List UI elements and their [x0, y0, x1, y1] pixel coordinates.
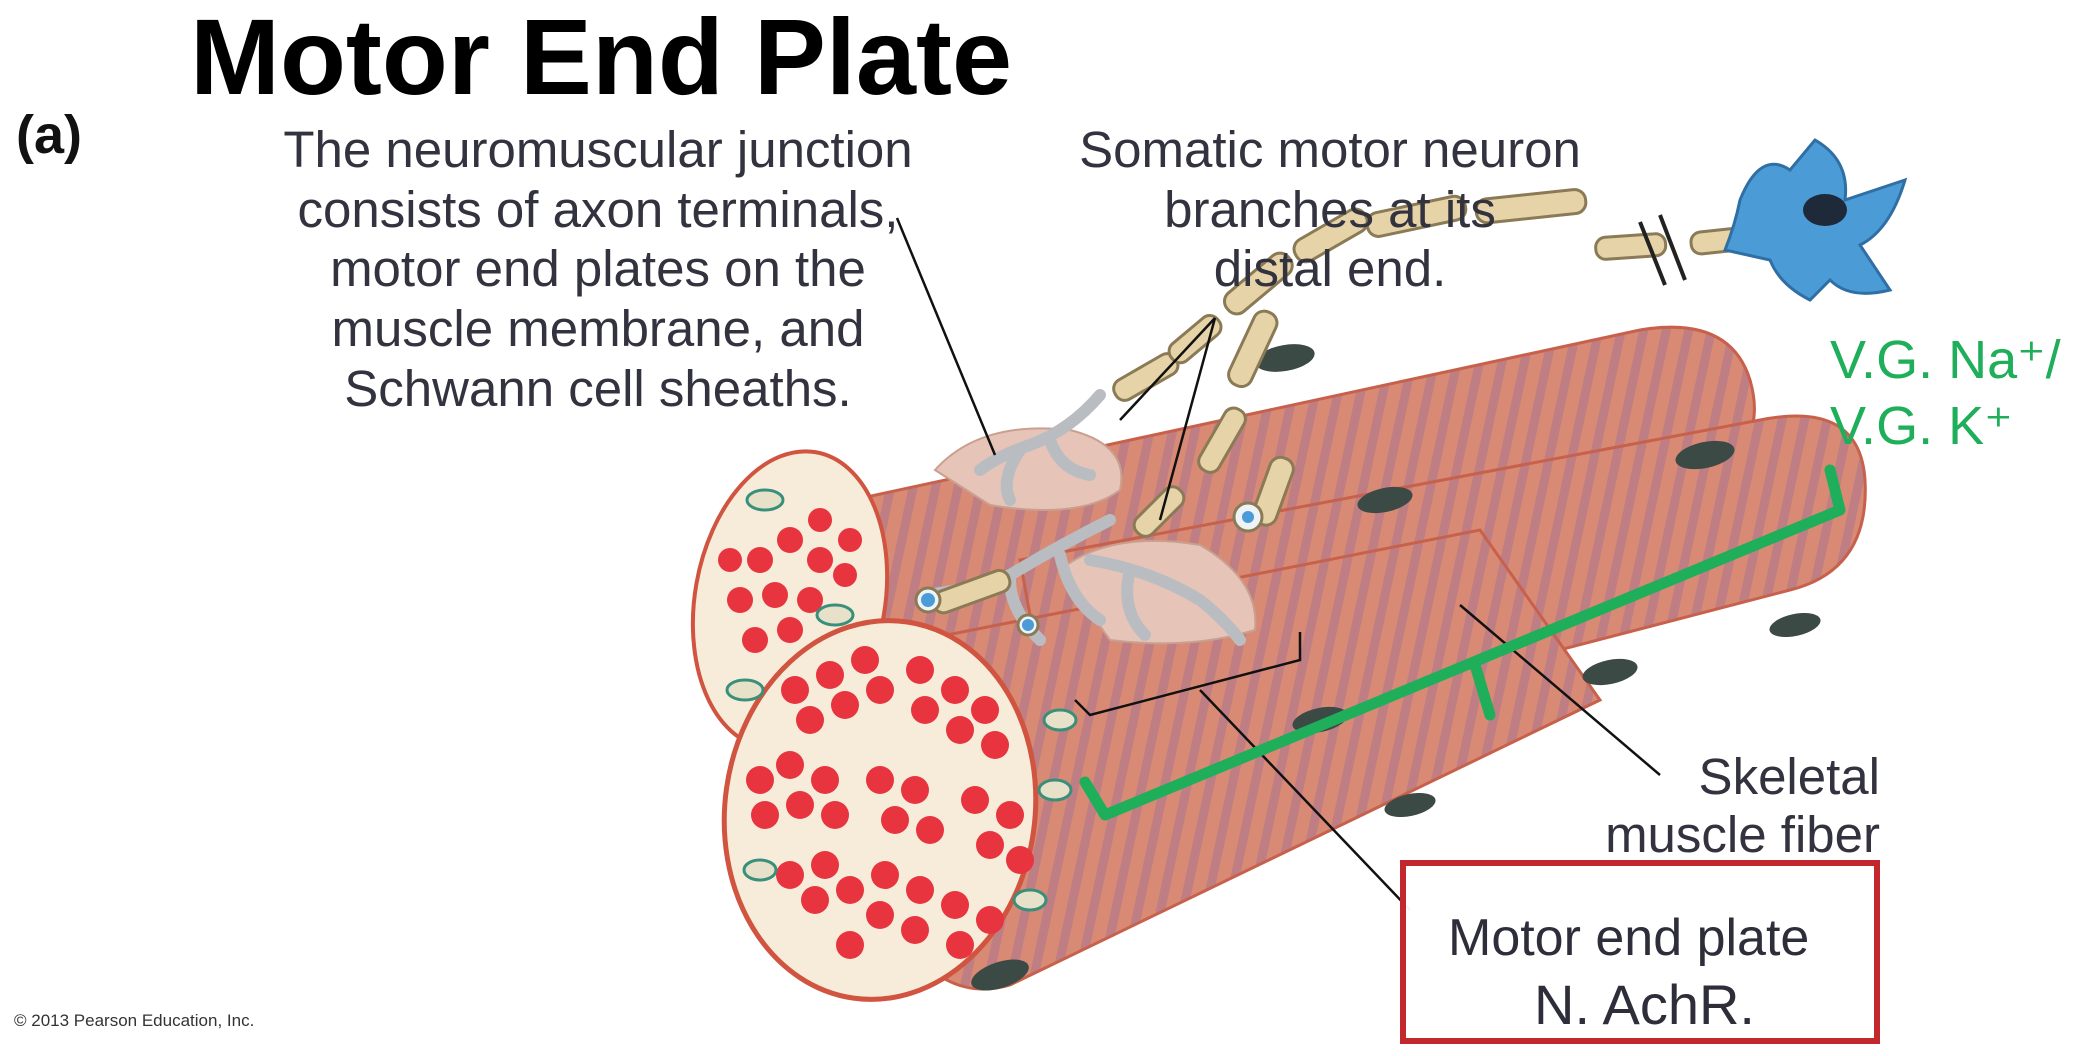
skeletal-line: muscle fiber	[1605, 806, 1880, 864]
nmj-line: The neuromuscular junction	[283, 121, 913, 178]
motor-end-plate-label: Motor end plate	[1448, 909, 1810, 967]
somatic-neuron-label: Somatic motor neuron branches at its dis…	[1060, 120, 1600, 299]
channel-line-k: V.G. K⁺	[1830, 395, 2013, 456]
page-title: Motor End Plate	[190, 0, 1013, 117]
nmj-line: muscle membrane, and	[331, 299, 865, 357]
mitochondria	[725, 488, 1078, 912]
skeletal-line: Skeletal	[1698, 748, 1880, 805]
nmj-line: motor end plates on the	[330, 240, 866, 298]
myofibrils	[718, 508, 1034, 959]
somatic-line: Somatic motor neuron	[1079, 121, 1581, 178]
somatic-line: distal end.	[1213, 240, 1447, 298]
skeletal-fiber-label: Skeletal muscle fiber	[1570, 748, 1880, 864]
panel-label: (a)	[16, 105, 82, 165]
channel-line-na: V.G. Na⁺/	[1830, 330, 2061, 390]
channel-label: V.G. Na⁺/ V.G. K⁺	[1830, 328, 2061, 460]
nmj-label: The neuromuscular junction consists of a…	[228, 120, 968, 418]
somatic-line: branches at its	[1164, 180, 1496, 238]
nmj-line: Schwann cell sheaths.	[344, 359, 852, 417]
muscle-nuclei	[971, 344, 1821, 991]
leader-lines	[895, 217, 1661, 911]
motor-end-plate-box: Motor end plate N. AchR.	[1400, 860, 1880, 1044]
motor-neuron-cell-body	[1722, 138, 1908, 302]
axon-break-marks	[1638, 214, 1687, 286]
achr-label: N. AchR.	[1534, 973, 1755, 1036]
channel-bracket	[1079, 464, 1846, 821]
nmj-line: consists of axon terminals,	[297, 180, 899, 238]
copyright-notice: © 2013 Pearson Education, Inc.	[14, 1011, 255, 1030]
myelinated-axon	[931, 188, 1753, 615]
